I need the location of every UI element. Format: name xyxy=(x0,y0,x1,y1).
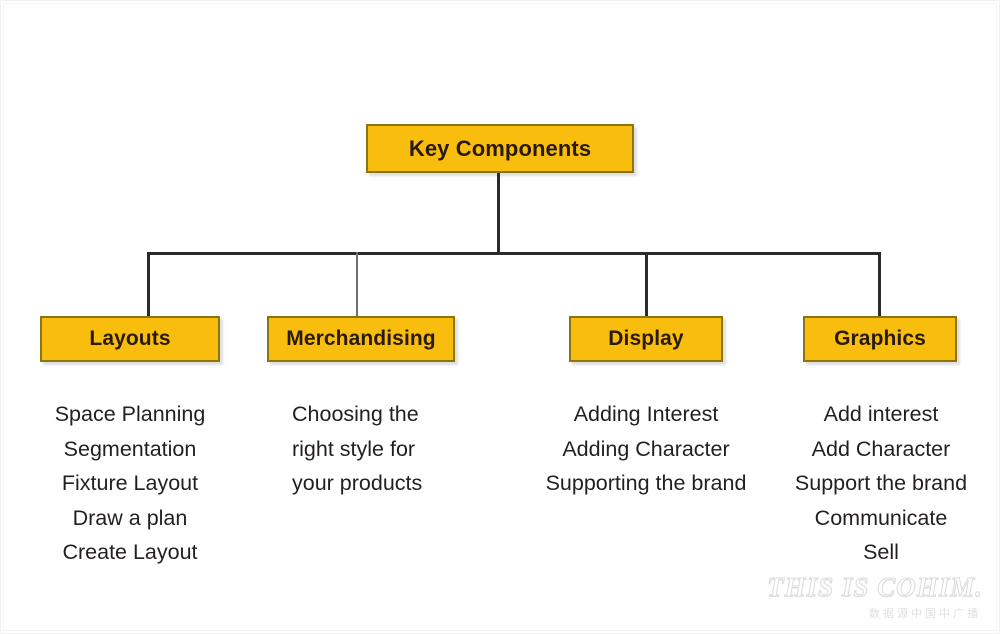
node-graphics[interactable]: Graphics xyxy=(803,316,957,362)
list-item: Add Character xyxy=(811,436,951,461)
list-item: your products xyxy=(292,471,423,495)
detail-list-display: Adding Interest Adding Character Support… xyxy=(521,397,771,501)
watermark: THIS IS COHIM. 数据源中国中广播 xyxy=(767,572,983,621)
list-item: Adding Interest xyxy=(573,402,719,426)
detail-list-graphics: Add interest Add Character Support the b… xyxy=(773,397,989,570)
list-item: Supporting the brand xyxy=(545,471,747,495)
connector-root-stem xyxy=(497,173,500,255)
connector-drop-layouts xyxy=(147,252,150,318)
list-item: right style for xyxy=(292,436,416,461)
node-graphics-label: Graphics xyxy=(834,327,926,350)
node-key-components[interactable]: Key Components xyxy=(366,124,634,173)
node-merchandising-label: Merchandising xyxy=(286,327,436,350)
node-display[interactable]: Display xyxy=(569,316,723,362)
list-item: Sell xyxy=(863,540,899,564)
list-item: Choosing the xyxy=(292,402,419,426)
detail-list-merchandising: Choosing the right style for your produc… xyxy=(292,397,492,501)
node-display-label: Display xyxy=(608,327,684,350)
watermark-primary-text: THIS IS COHIM. xyxy=(767,572,983,603)
connector-horizontal-bus xyxy=(147,252,881,255)
list-item: Add interest xyxy=(823,402,939,426)
connector-drop-display xyxy=(645,252,648,318)
node-layouts[interactable]: Layouts xyxy=(40,316,220,362)
node-merchandising[interactable]: Merchandising xyxy=(267,316,455,362)
list-item: Draw a plan xyxy=(72,505,188,530)
connector-drop-merchandising xyxy=(356,252,358,318)
list-item: Fixture Layout xyxy=(61,471,199,495)
list-item: Adding Character xyxy=(562,436,730,461)
list-item: Space Planning xyxy=(54,402,206,426)
list-item: Create Layout xyxy=(62,540,198,564)
list-item: Communicate xyxy=(814,505,948,530)
list-item: Support the brand xyxy=(794,471,968,495)
node-layouts-label: Layouts xyxy=(89,327,171,350)
watermark-secondary-text: 数据源中国中广播 xyxy=(869,608,981,620)
node-key-components-label: Key Components xyxy=(408,135,592,161)
list-item: Segmentation xyxy=(63,436,197,461)
detail-list-layouts: Space Planning Segmentation Fixture Layo… xyxy=(21,397,239,570)
connector-drop-graphics xyxy=(878,252,881,318)
